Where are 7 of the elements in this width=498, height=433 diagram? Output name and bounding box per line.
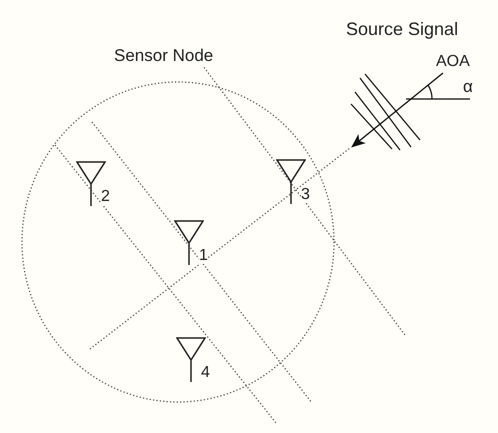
source-label: Source Signal — [346, 20, 458, 38]
angle-label: α — [463, 78, 473, 95]
antenna-number: 2 — [101, 189, 110, 205]
antenna-number: 1 — [199, 248, 208, 264]
node-title: Sensor Node — [114, 46, 214, 66]
antenna-number: 3 — [301, 187, 310, 203]
angle-label: AOA — [436, 54, 470, 70]
